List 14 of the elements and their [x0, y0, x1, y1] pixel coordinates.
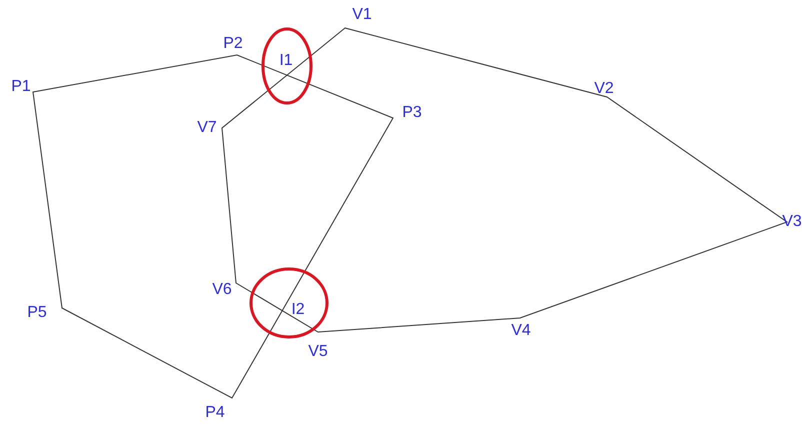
point-label: P1: [11, 78, 31, 96]
point-label: V7: [197, 119, 217, 137]
point-label: V1: [352, 6, 372, 24]
point-label: P2: [223, 35, 243, 53]
point-label: V3: [782, 213, 802, 231]
point-label: V5: [308, 343, 328, 361]
point-label: V4: [511, 322, 531, 340]
point-label: P3: [402, 104, 422, 122]
point-label: P4: [205, 404, 225, 422]
point-label: V6: [212, 281, 232, 299]
point-label: V2: [594, 80, 614, 98]
point-label: I2: [291, 301, 305, 319]
point-label: I1: [279, 52, 293, 70]
point-label: P5: [27, 304, 47, 322]
